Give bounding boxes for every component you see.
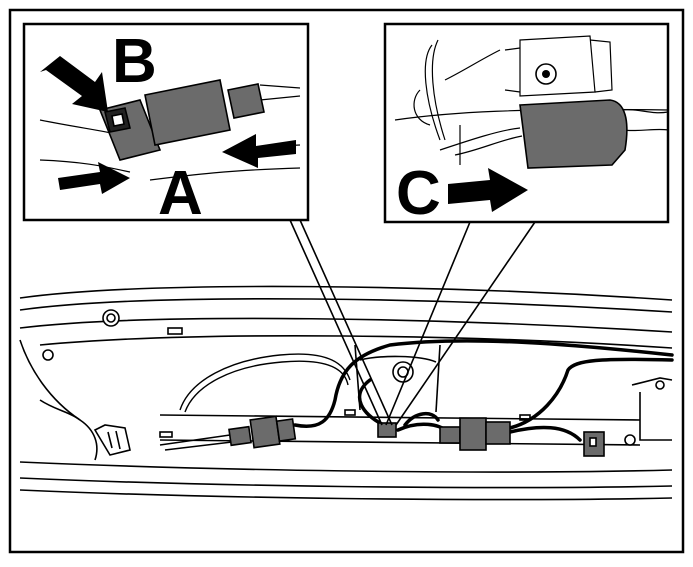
callout-right: C [383, 22, 670, 228]
connector-a [98, 79, 265, 161]
callout-left-arrows [40, 56, 296, 194]
label-c: C [396, 159, 441, 228]
arrow-diagonal-icon [40, 56, 108, 112]
arrow-right-icon [448, 168, 528, 212]
callout-left: B A [22, 22, 310, 228]
thin-wires [159, 353, 351, 451]
wiring-harness [293, 339, 674, 442]
mount-hole-center [542, 70, 550, 78]
arrow-left-icon [222, 134, 296, 168]
mounting-holes [42, 309, 665, 446]
arrow-right-icon [58, 162, 130, 194]
main-connectors [228, 415, 605, 457]
leader-lines [289, 219, 536, 426]
label-b: B [112, 27, 157, 96]
callout-right-lines [394, 35, 669, 165]
label-a: A [158, 159, 203, 228]
connector-c [519, 99, 628, 169]
